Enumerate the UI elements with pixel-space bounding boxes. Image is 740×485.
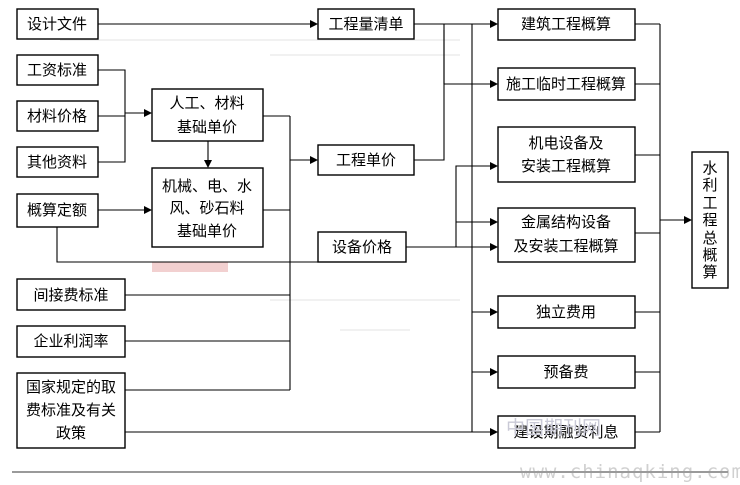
svg-text:设备价格: 设备价格 (332, 238, 392, 256)
svg-text:工程单价: 工程单价 (336, 151, 396, 169)
node-mech-elec-estimate: 机电设备及 安装工程概算 (497, 126, 636, 183)
arrow-to-independent (490, 308, 498, 316)
node-design-docs: 设计文件 (16, 8, 99, 40)
svg-text:人工、材料: 人工、材料 (169, 94, 244, 112)
svg-text:工资标准: 工资标准 (27, 61, 87, 79)
arrow-to-metal-struct (490, 243, 498, 251)
node-bill-of-quantities: 工程量清单 (317, 8, 415, 40)
node-temp-works-estimate: 施工临时工程概算 (497, 67, 636, 101)
svg-text:金属结构设备: 金属结构设备 (521, 213, 611, 231)
node-total-estimate: 水 利 工 程 总 概 算 (691, 151, 729, 289)
node-estimate-quota: 概算定额 (16, 193, 99, 228)
svg-text:政策: 政策 (56, 424, 86, 442)
svg-text:算: 算 (702, 263, 717, 281)
node-wage-standard: 工资标准 (16, 54, 99, 86)
arrow-to-total (684, 216, 692, 224)
svg-text:水: 水 (702, 159, 717, 177)
node-machine-base: 机械、电、水 风、砂石料 基础单价 (151, 167, 264, 248)
svg-text:费标准及有关: 费标准及有关 (26, 401, 116, 419)
arrow-to-machine-base-down (204, 160, 212, 168)
svg-text:材料价格: 材料价格 (27, 107, 87, 125)
svg-text:机电设备及: 机电设备及 (528, 134, 603, 152)
svg-text:国家规定的取: 国家规定的取 (26, 378, 116, 396)
svg-text:其他资料: 其他资料 (27, 153, 87, 171)
arrowheads (144, 20, 692, 436)
svg-text:总: 总 (702, 229, 717, 247)
svg-text:程: 程 (702, 211, 717, 229)
node-metal-structure-estimate: 金属结构设备 及安装工程概算 (497, 207, 636, 263)
arrow-to-reserve (490, 368, 498, 376)
node-profit-rate: 企业利润率 (16, 325, 126, 358)
node-other-data: 其他资料 (16, 146, 99, 178)
node-construction-interest: 建设期融资利息 (497, 415, 636, 449)
svg-text:概: 概 (702, 246, 717, 264)
node-equipment-price: 设备价格 (317, 231, 407, 263)
svg-text:基础单价: 基础单价 (177, 118, 237, 136)
arrow-to-mech-elec (490, 162, 498, 170)
node-indirect-fee-standard: 间接费标准 (16, 278, 126, 311)
svg-text:建筑工程概算: 建筑工程概算 (521, 15, 611, 33)
watermark-logo: 中国期刊网 (506, 417, 601, 439)
node-reserve-fee: 预备费 (497, 355, 636, 389)
svg-text:企业利润率: 企业利润率 (33, 332, 108, 350)
svg-text:施工临时工程概算: 施工临时工程概算 (506, 75, 626, 93)
svg-text:基础单价: 基础单价 (177, 222, 237, 240)
svg-text:预备费: 预备费 (543, 363, 588, 381)
background-dialog-ghost (60, 39, 460, 331)
arrow-to-building (490, 20, 498, 28)
svg-text:工程量清单: 工程量清单 (328, 15, 403, 33)
arrow-to-machine-base (144, 206, 152, 214)
arrow-to-labor-base (144, 109, 152, 117)
svg-text:利: 利 (702, 176, 717, 194)
svg-text:安装工程概算: 安装工程概算 (521, 157, 611, 175)
svg-text:独立费用: 独立费用 (536, 303, 596, 321)
node-material-price: 材料价格 (16, 100, 99, 132)
svg-text:工: 工 (702, 194, 717, 212)
svg-text:建设期融资利息: 建设期融资利息 (513, 423, 618, 441)
node-unit-price: 工程单价 (317, 144, 415, 176)
svg-text:及安装工程概算: 及安装工程概算 (513, 237, 618, 255)
node-labor-material-base: 人工、材料 基础单价 (151, 88, 264, 142)
node-building-estimate: 建筑工程概算 (497, 8, 636, 41)
arrow-to-bill-quantities (310, 20, 318, 28)
svg-text:间接费标准: 间接费标准 (33, 286, 108, 304)
svg-text:机械、电、水: 机械、电、水 (162, 177, 252, 195)
arrow-to-unit-price (310, 156, 318, 164)
svg-text:设计文件: 设计文件 (27, 15, 87, 33)
arrow-to-temp-works (490, 80, 498, 88)
arrow-to-interest (490, 428, 498, 436)
connectors (56, 23, 686, 433)
node-independent-fee: 独立费用 (497, 295, 636, 329)
svg-text:概算定额: 概算定额 (27, 201, 87, 219)
svg-text:风、砂石料: 风、砂石料 (169, 199, 244, 217)
node-state-fee-standard: 国家规定的取 费标准及有关 政策 (16, 372, 126, 449)
arrow-to-metal-struct-2 (490, 218, 498, 226)
